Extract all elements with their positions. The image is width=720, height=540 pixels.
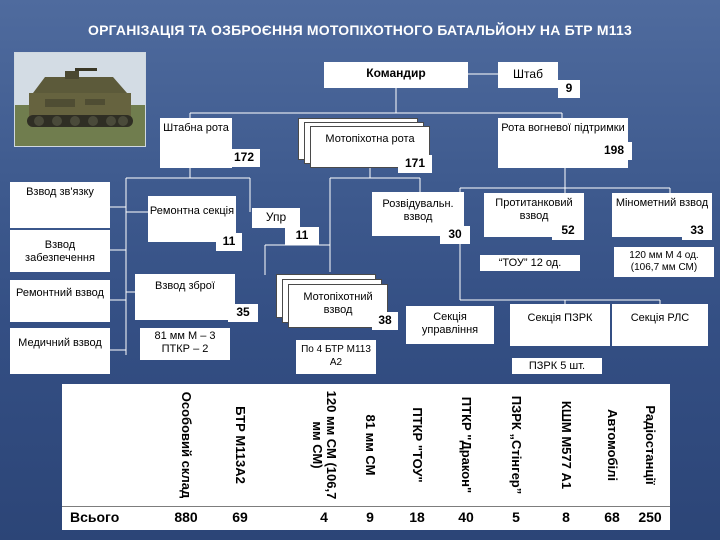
weapons-number: 35: [228, 304, 258, 322]
column-label: ПЗРК „Стінгер”: [509, 395, 524, 495]
total-vehicles: 68: [604, 509, 620, 525]
hq-number: 9: [558, 80, 580, 98]
fire-support-number: 198: [596, 142, 632, 160]
column-120mm: 120 мм СМ (106,7 мм СМ): [294, 384, 354, 506]
total-radios: 250: [638, 509, 662, 525]
manpads-section-box: Секція ПЗРК: [510, 304, 610, 346]
total-dragon: 40: [458, 509, 474, 525]
radar-section-label: Секція РЛС: [630, 312, 690, 324]
column-label: ПТКР "Дракон": [459, 396, 474, 494]
medical-platoon-label: Медичний взвод: [18, 337, 102, 349]
column-81mm: 81 мм СМ: [350, 384, 390, 506]
weapons-note-box: 81 мм М – 3 ПТКР – 2: [140, 328, 230, 360]
infantry-platoon-box: Мотопіхотний взвод: [288, 284, 388, 328]
column-stinger: ПЗРК „Стінгер”: [496, 384, 536, 506]
weapons-note: 81 мм М – 3 ПТКР – 2: [154, 330, 216, 355]
column-label: Автомобілі: [605, 408, 620, 482]
page-title: ОРГАНІЗАЦІЯ ТА ОЗБРОЄННЯ МОТОПІХОТНОГО Б…: [88, 22, 632, 38]
control-section-label: Секція управління: [421, 311, 479, 336]
comms-platoon-box: Взвод зв'язку: [10, 182, 110, 228]
column-label: Особовий склад: [179, 391, 194, 499]
column-apc: БТР М113А2: [220, 384, 260, 506]
infantry-platoon-note: По 4 БТР М113 А2: [301, 344, 371, 368]
apc-image: [15, 53, 145, 146]
hq-company-label: Штабна рота: [163, 122, 229, 134]
column-label: Радіостанції: [643, 405, 658, 485]
upr-label: Упр: [265, 210, 287, 224]
repair-platoon-label: Ремонтний взвод: [16, 287, 104, 299]
total-stinger: 5: [512, 509, 520, 525]
comms-platoon-label: Взвод зв'язку: [26, 186, 94, 198]
hq-company-box: Штабна рота: [160, 118, 232, 168]
infantry-company-number: 171: [398, 155, 432, 173]
antitank-number: 52: [552, 222, 584, 240]
column-label: 81 мм СМ: [363, 414, 378, 476]
total-command-vehicle: 8: [562, 509, 570, 525]
recon-number: 30: [440, 226, 470, 244]
mortar-number: 33: [682, 222, 712, 240]
total-tow: 18: [409, 509, 425, 525]
hq-company-number: 172: [228, 149, 260, 167]
manpads-note: ПЗРК 5 шт.: [512, 358, 602, 374]
mortar-note: 120 мм М 4 од. (106,7 мм СМ): [614, 247, 714, 277]
hq-label: Штаб: [513, 67, 543, 81]
recon-platoon-label: Розвідувальн. взвод: [382, 198, 454, 223]
fire-support-label: Рота вогневої підтримки: [501, 122, 625, 134]
column-label: ПТКР "ТОУ": [410, 407, 425, 483]
column-tow: ПТКР "ТОУ": [397, 384, 437, 506]
total-81mm: 9: [366, 509, 374, 525]
medical-platoon-box: Медичний взвод: [10, 328, 110, 374]
hq-box: Штаб: [498, 62, 558, 88]
apc-photo: [14, 52, 146, 147]
upr-box: Упр: [252, 208, 300, 228]
commander-label: Командир: [366, 66, 426, 80]
repair-platoon-box: Ремонтний взвод: [10, 280, 110, 322]
infantry-platoon-label: Мотопіхотний взвод: [303, 291, 373, 316]
column-label: БТР М113А2: [233, 406, 248, 484]
mortar-platoon-label: Мінометний взвод: [615, 197, 709, 209]
column-vehicles: Автомобілі: [592, 384, 632, 506]
column-label: 120 мм СМ (106,7 мм СМ): [310, 390, 339, 500]
total-120mm: 4: [320, 509, 328, 525]
column-personnel: Особовий склад: [166, 384, 206, 506]
weapons-platoon-label: Взвод зброї: [155, 280, 215, 292]
antitank-platoon-label: Протитанковий взвод: [495, 197, 573, 222]
column-label: КШМ М577 А1: [559, 400, 574, 490]
upr-number: 11: [285, 227, 319, 245]
org-connectors: [0, 0, 720, 384]
supply-platoon-box: Взвод забезпечення: [10, 230, 110, 272]
infantry-platoon-number: 38: [372, 312, 398, 330]
column-radios: Радіостанції: [630, 384, 670, 506]
tow-note: “ТОУ” 12 од.: [480, 255, 580, 271]
infantry-platoon-note-box: По 4 БТР М113 А2: [296, 340, 376, 374]
repair-section-number: 11: [216, 233, 242, 251]
total-apc: 69: [232, 509, 248, 525]
total-label: Всього: [70, 509, 120, 525]
commander-box: Командир: [324, 62, 468, 88]
table-separator: [62, 506, 670, 507]
total-personnel: 880: [174, 509, 198, 525]
manpads-section-label: Секція ПЗРК: [527, 312, 593, 324]
weapons-platoon-box: Взвод зброї: [135, 274, 235, 320]
control-section-box: Секція управління: [406, 306, 494, 344]
radar-section-box: Секція РЛС: [612, 304, 708, 346]
totals-table: Всього Особовий склад 880 БТР М113А2 69 …: [62, 384, 670, 530]
infantry-company-label: Мотопіхотна рота: [325, 133, 415, 145]
column-command-vehicle: КШМ М577 А1: [546, 384, 586, 506]
column-dragon: ПТКР "Дракон": [446, 384, 486, 506]
supply-platoon-label: Взвод забезпечення: [25, 239, 95, 264]
antitank-platoon-box: Протитанковий взвод: [484, 193, 584, 237]
repair-section-label: Ремонтна секція: [149, 205, 235, 217]
